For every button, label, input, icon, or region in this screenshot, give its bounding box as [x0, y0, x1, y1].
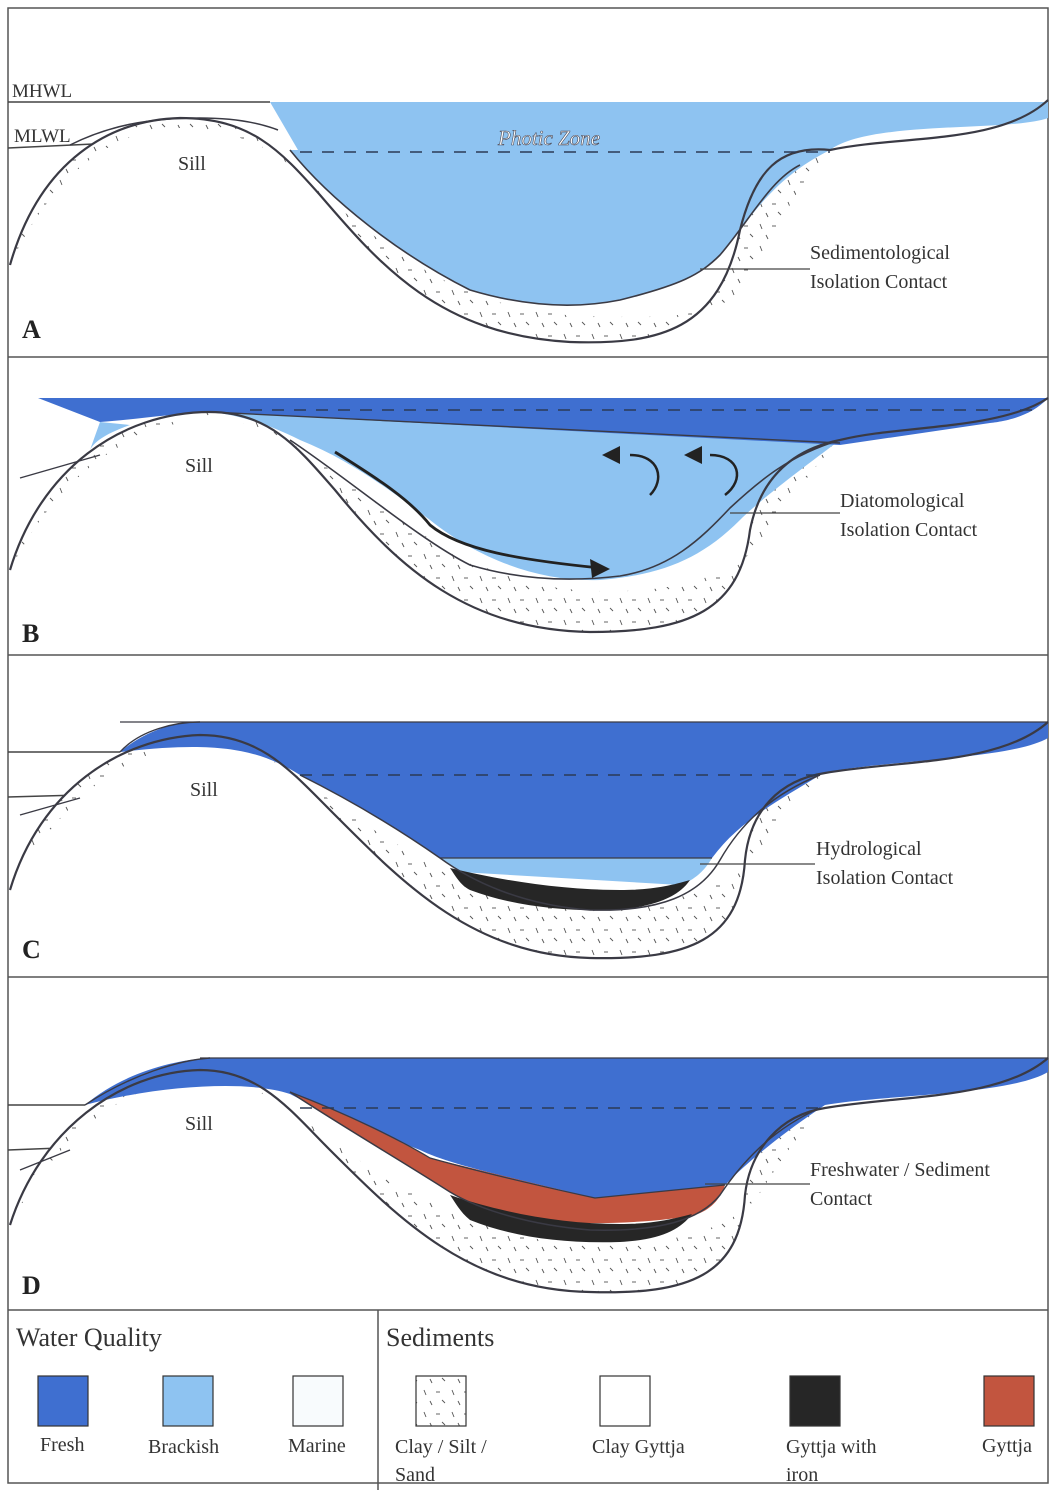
swatch-gyttja-with-iron: [789, 1375, 841, 1427]
swatch-gyttja: [983, 1375, 1035, 1427]
sill-water-edge: [84, 1057, 211, 1106]
mhwl-label: MHWL: [12, 81, 72, 102]
legend-fresh-label: Fresh: [40, 1434, 84, 1456]
legend-gyttja-iron-label-2: iron: [786, 1464, 818, 1486]
sill-label: Sill: [178, 153, 206, 175]
fresh-water-layer: [38, 398, 1048, 445]
legend-gyttja-label: Gyttja: [982, 1435, 1032, 1457]
contact-label-line2: Isolation Contact: [816, 867, 954, 889]
contact-label-line1: Diatomological: [840, 490, 965, 512]
sill-water-edge: [119, 721, 201, 753]
legend-marine-label: Marine: [288, 1435, 346, 1457]
contact-label-line1: Hydrological: [816, 838, 922, 860]
contact-label-line2: Isolation Contact: [840, 519, 978, 541]
halocline-line: [209, 411, 841, 444]
legend-gyttja-iron-label-1: Gyttja with: [786, 1436, 877, 1458]
sill-label: Sill: [190, 779, 218, 801]
panel-b: Sill Diatomological Isolation Contact B: [8, 397, 1049, 648]
outer-line: [19, 1149, 71, 1171]
photic-zone-label: Photic Zone: [497, 126, 600, 150]
brackish-water-upper: [270, 102, 1048, 150]
brackish-water-layer: [210, 412, 840, 581]
water-sediment-line: [289, 1091, 821, 1231]
arrow-head: [590, 559, 610, 578]
contact-label-line1: Freshwater / Sediment: [810, 1159, 990, 1181]
gyttja-with-iron: [450, 868, 690, 911]
outer-frame: [7, 7, 1049, 1484]
bottom-flow-arrow: [334, 450, 601, 570]
water-sediment-line: [289, 149, 801, 306]
panel-letter: A: [22, 315, 41, 344]
swatch-clay-gyttja: [599, 1375, 651, 1427]
legend-clay-silt-sand-label-2: Sand: [395, 1464, 435, 1486]
water-sediment-line: [289, 439, 841, 580]
legend-water-title: Water Quality: [16, 1323, 162, 1352]
contact-label-line1: Sedimentological: [810, 242, 950, 264]
water-sediment-line: [299, 774, 821, 911]
brackish-water-remnant: [440, 858, 712, 885]
brackish-water-basin: [290, 150, 830, 306]
gyttja-with-iron: [450, 1195, 692, 1243]
circulation-arrow: [629, 453, 660, 496]
swatch-clay-silt-sand: [415, 1375, 467, 1427]
contact-label-line2: Contact: [810, 1188, 873, 1210]
swatch-fresh: [37, 1375, 89, 1427]
panel-a: MHWL MLWL Sill Photic Zone Sedimentologi…: [7, 81, 1049, 344]
panel-letter: D: [22, 1271, 41, 1300]
legend-clay-gyttja-label: Clay Gyttja: [592, 1436, 685, 1458]
contact-label-line2: Isolation Contact: [810, 271, 948, 293]
arrow-head: [684, 446, 702, 464]
sill-label: Sill: [185, 455, 213, 477]
gyttja-top-line: [289, 1091, 726, 1199]
mlwl-label: MLWL: [14, 126, 71, 147]
panel-c: Sill Hydrological Isolation Contact C: [7, 721, 1049, 964]
circulation-arrow: [709, 453, 739, 496]
legend: Water Quality Sediments Fresh Brackish M…: [16, 1323, 1035, 1486]
sill-top-line: [69, 117, 279, 146]
panel-letter: B: [22, 619, 39, 648]
arrow-head: [602, 446, 620, 464]
legend-sediment-title: Sediments: [386, 1323, 494, 1352]
fresh-water: [85, 1058, 1048, 1198]
panel-d: Sill Freshwater / Sediment Contact D: [7, 1057, 1049, 1300]
outer-line: [19, 454, 101, 479]
sill-label: Sill: [185, 1113, 213, 1135]
outer-line: [19, 797, 81, 816]
legend-brackish-label: Brackish: [148, 1436, 219, 1458]
gyttja-layer: [290, 1092, 725, 1224]
swatch-marine: [292, 1375, 344, 1427]
swatch-brackish: [162, 1375, 214, 1427]
legend-clay-silt-sand-label-1: Clay / Silt /: [395, 1436, 487, 1458]
panel-letter: C: [22, 935, 41, 964]
brackish-water-outer: [90, 422, 130, 450]
fresh-water: [120, 722, 1048, 858]
basin-outline: [8, 721, 1049, 960]
basin-outline: [8, 1057, 1049, 1294]
